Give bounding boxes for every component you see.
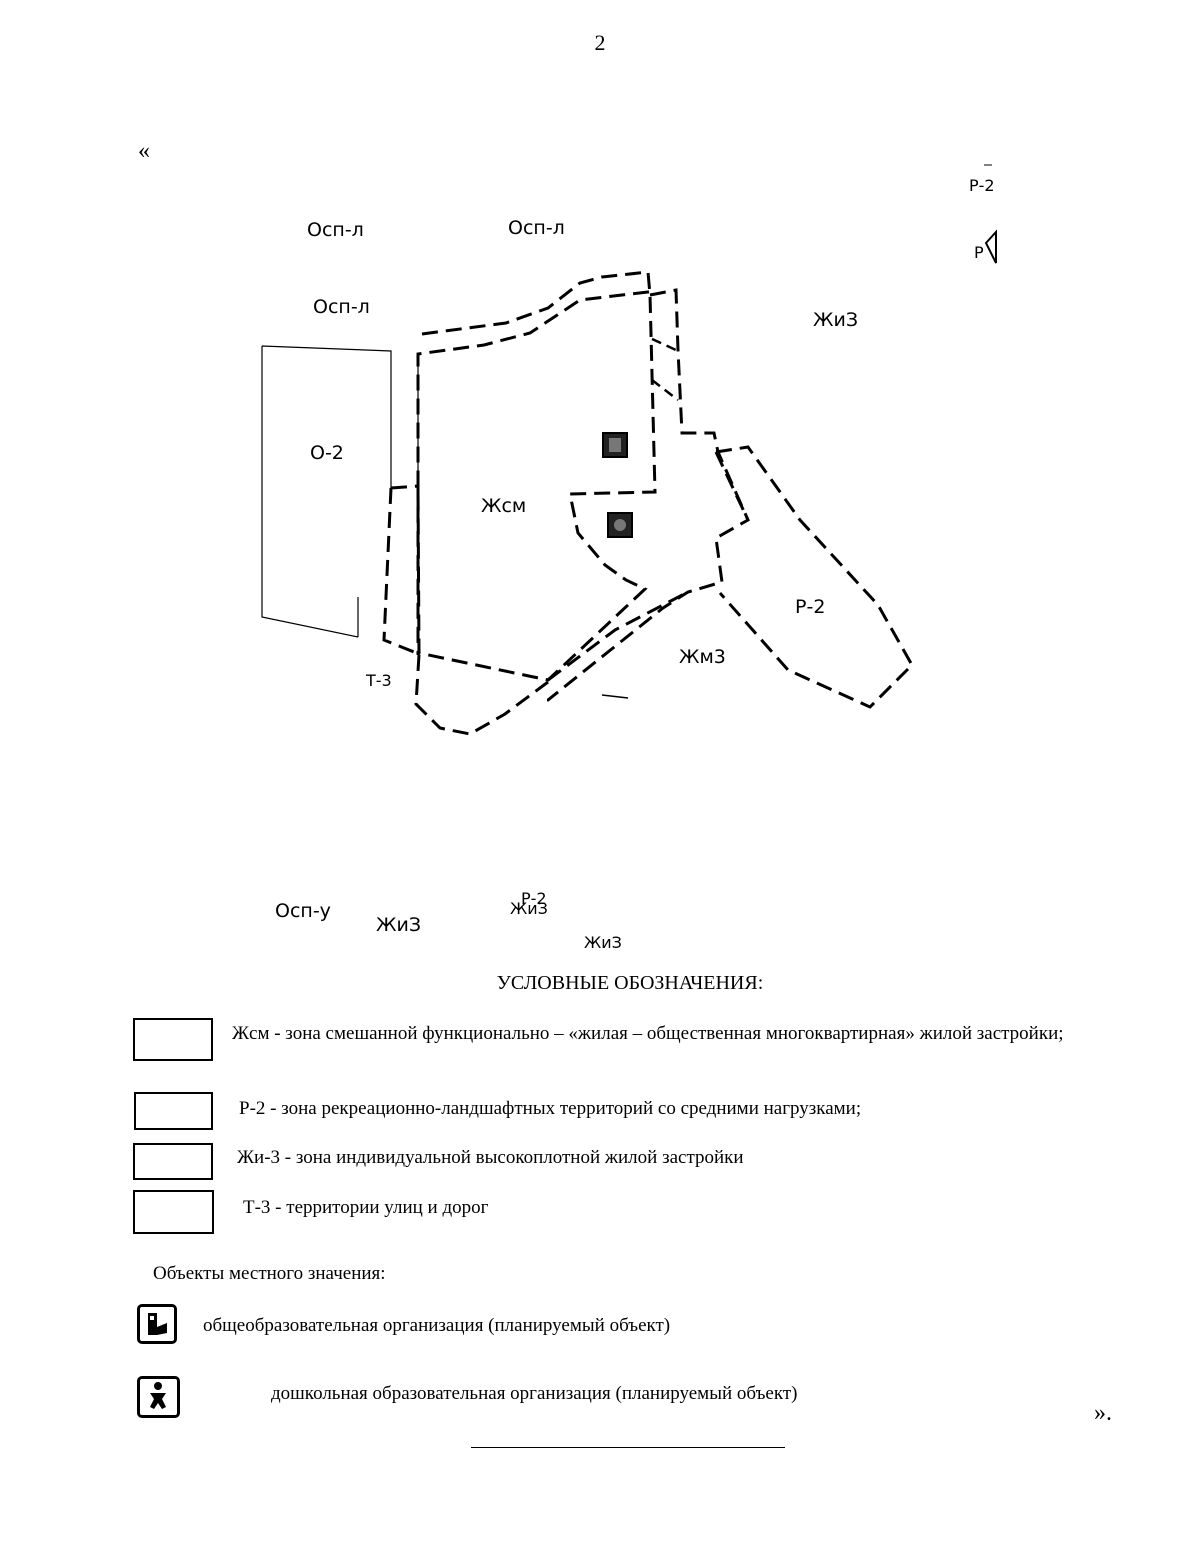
bottom-rule [471, 1447, 785, 1448]
open-quote: « [138, 138, 150, 164]
school-icon [137, 1304, 177, 1344]
label-osp-l-1: Осп-л [307, 219, 364, 241]
short-line [601, 694, 629, 699]
local-objects-title: Объекты местного значения: [153, 1263, 386, 1284]
label-zhi3-top: ЖиЗ [813, 309, 858, 331]
label-r2-main: Р-2 [795, 596, 825, 618]
legend-item-r2: Р-2 - зона рекреационно-ландшафтных терр… [239, 1098, 862, 1119]
legend-swatch-zhi3 [133, 1143, 213, 1180]
label-osp-l-2: Осп-л [508, 217, 565, 239]
zone-t3-boundary [382, 484, 420, 656]
legend-kindergarten-text: дошкольная образовательная организация (… [271, 1383, 798, 1404]
legend-title: УСЛОВНЫЕ ОБОЗНАЧЕНИЯ: [496, 972, 764, 994]
label-o2: О-2 [310, 442, 344, 464]
zone-r2-boundary [714, 445, 914, 709]
legend-swatch-zhsm [133, 1018, 213, 1061]
legend-swatch-t3 [133, 1190, 214, 1234]
label-zhi3-bottom2: ЖиЗ [510, 899, 548, 918]
label-osp-u: Осп-у [275, 900, 331, 922]
label-r2-marker: Р [974, 243, 984, 262]
legend-item-t3: Т-3 - территории улиц и дорог [243, 1197, 489, 1218]
label-zhm3-cut: ЖиЗ [584, 933, 622, 952]
zoning-map: Осп-л Осп-л Осп-л ЖиЗ Р-2 Р О-2 Жсм Р-2 … [261, 164, 997, 952]
zone-o2-boundary [261, 345, 392, 638]
kindergarten-icon [137, 1376, 180, 1418]
school-icon [602, 432, 628, 458]
legend-school-text: общеобразовательная организация (планиру… [203, 1315, 671, 1336]
kindergarten-icon [607, 512, 633, 538]
label-t3: Т-3 [365, 671, 392, 690]
zone-zhsm-boundary [416, 270, 657, 682]
label-zhi3-bottom: ЖиЗ [376, 914, 421, 936]
legend-swatch-r2 [134, 1092, 213, 1130]
legend-item-zhi3: Жи-3 - зона индивидуальной высокоплотной… [237, 1147, 744, 1168]
close-quote: ». [1094, 1400, 1112, 1426]
legend-item-zhsm: Жсм - зона смешанной функционально – «жи… [232, 1023, 1064, 1044]
label-r2-top: Р-2 [969, 176, 995, 195]
triangle-marker-icon [984, 229, 997, 264]
label-zhsm: Жсм [481, 495, 526, 517]
label-r2-bottom: Р-2 [521, 889, 547, 908]
page-number: 2 [594, 30, 606, 55]
label-zhm3: Жм3 [679, 646, 726, 668]
label-osp-l-3: Осп-л [313, 296, 370, 318]
inner-segment [651, 337, 679, 401]
zone-south-boundary [414, 590, 689, 736]
